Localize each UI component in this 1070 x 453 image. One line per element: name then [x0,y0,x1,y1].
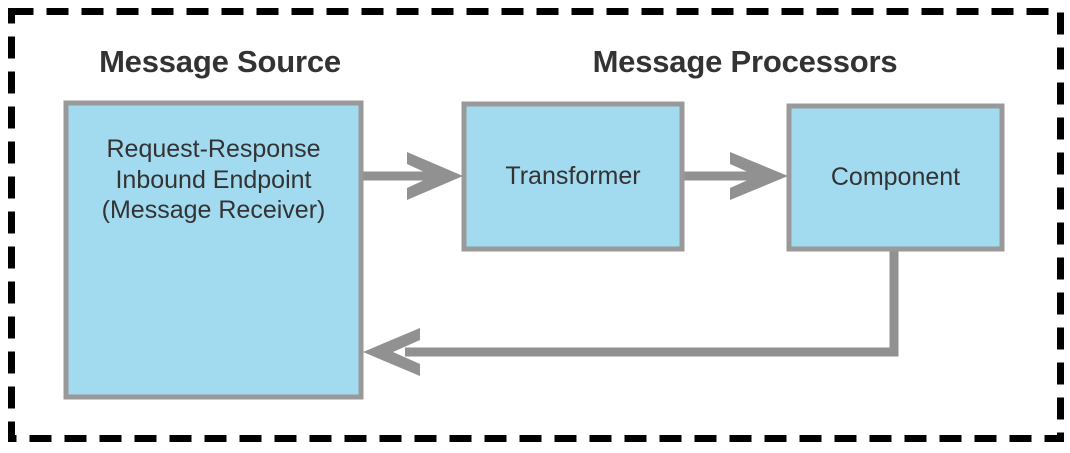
connector-endpoint-to-transformer [363,152,463,200]
arrow-head-left-icon [363,328,420,376]
node-inbound-endpoint[interactable] [63,100,364,400]
outer-dashed-boundary [8,8,1064,442]
arrow-head-right-icon [407,152,463,200]
connector-transformer-to-component [683,152,788,200]
group-title-message-processors: Message Processors [592,44,898,79]
group-title-message-source: Message Source [99,44,341,79]
arrow-head-right-icon [730,152,788,200]
node-transformer[interactable] [461,101,685,252]
connector-component-to-endpoint-response [363,250,899,376]
node-component[interactable] [786,103,1005,252]
